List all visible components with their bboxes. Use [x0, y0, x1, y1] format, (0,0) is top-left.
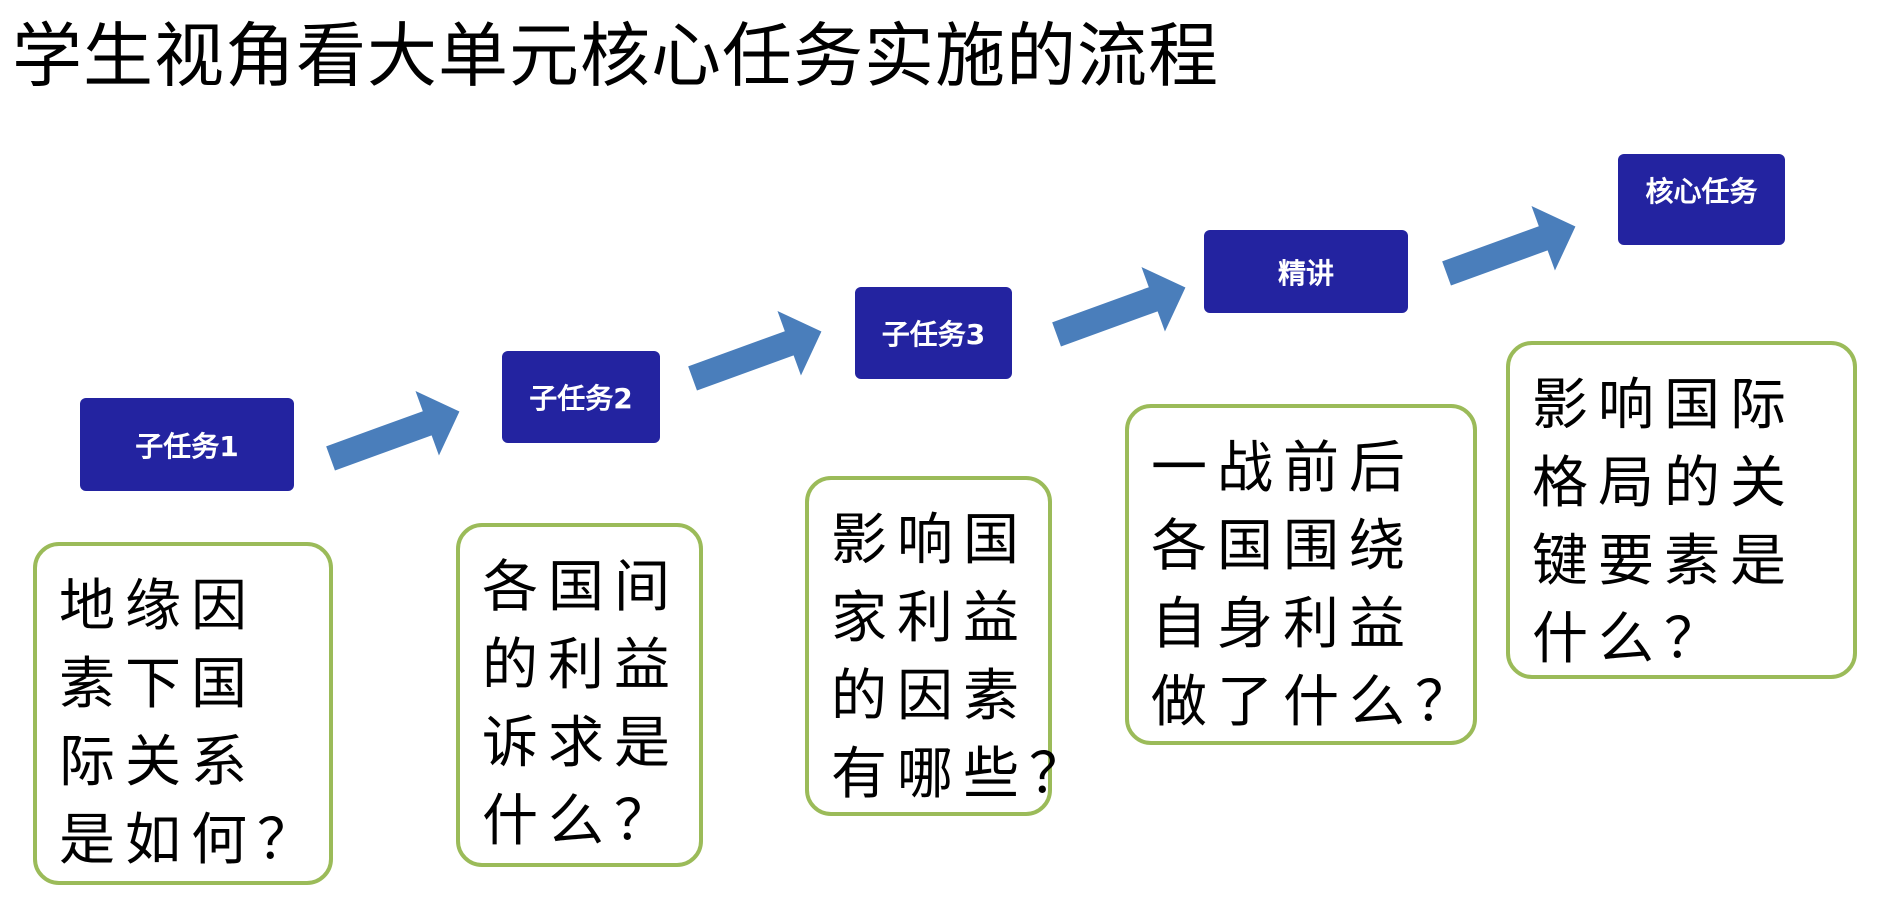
- question-line: 什么？: [482, 789, 680, 854]
- question-box-3: 影响国 家利益 的因素 有哪些？: [805, 476, 1095, 816]
- arrow-right-icon: [326, 391, 460, 471]
- arrow-right-icon: [1442, 206, 1576, 286]
- question-line: 做了什么？: [1151, 670, 1481, 735]
- step-box-subtask-2: 子任务2: [502, 351, 660, 443]
- arrow-right-icon: [1052, 267, 1186, 347]
- arrow-right-icon: [688, 311, 822, 391]
- question-line: 有哪些？: [831, 742, 1095, 807]
- question-box-4: 一战前后 各国围绕 自身利益 做了什么？: [1125, 404, 1477, 745]
- question-line: 各国围绕: [1151, 514, 1415, 579]
- question-line: 诉求是: [482, 711, 680, 776]
- page-title: 学生视角看大单元核心任务实施的流程: [12, 15, 1219, 97]
- question-line: 的因素: [831, 664, 1029, 729]
- step-box-core-task: 核心任务: [1618, 154, 1785, 245]
- step-box-subtask-3: 子任务3: [855, 287, 1012, 379]
- question-line: 什么？: [1532, 607, 1730, 672]
- step-box-subtask-1: 子任务1: [80, 398, 294, 491]
- step-label: 核心任务: [1645, 175, 1758, 208]
- question-line: 影响国: [831, 508, 1029, 573]
- step-box-lecture: 精讲: [1204, 230, 1408, 313]
- question-line: 是如何？: [59, 808, 323, 873]
- question-box-5: 影响国际 格局的关 键要素是 什么？: [1506, 341, 1857, 679]
- question-line: 素下国: [59, 652, 257, 717]
- question-line: 际关系: [59, 730, 257, 795]
- question-box-2: 各国间 的利益 诉求是 什么？: [456, 523, 703, 867]
- step-label: 子任务3: [881, 318, 986, 351]
- step-label: 子任务2: [529, 382, 633, 415]
- question-box-1: 地缘因 素下国 际关系 是如何？: [33, 542, 333, 885]
- question-line: 影响国际: [1532, 373, 1796, 438]
- step-label: 子任务1: [135, 429, 239, 463]
- question-line: 的利益: [482, 633, 680, 698]
- question-line: 键要素是: [1532, 529, 1796, 594]
- step-label: 精讲: [1277, 256, 1334, 290]
- question-line: 地缘因: [59, 574, 257, 639]
- question-line: 自身利益: [1151, 592, 1415, 657]
- question-line: 格局的关: [1532, 451, 1796, 516]
- question-line: 家利益: [831, 586, 1029, 651]
- question-line: 一战前后: [1151, 436, 1415, 501]
- question-line: 各国间: [482, 555, 680, 620]
